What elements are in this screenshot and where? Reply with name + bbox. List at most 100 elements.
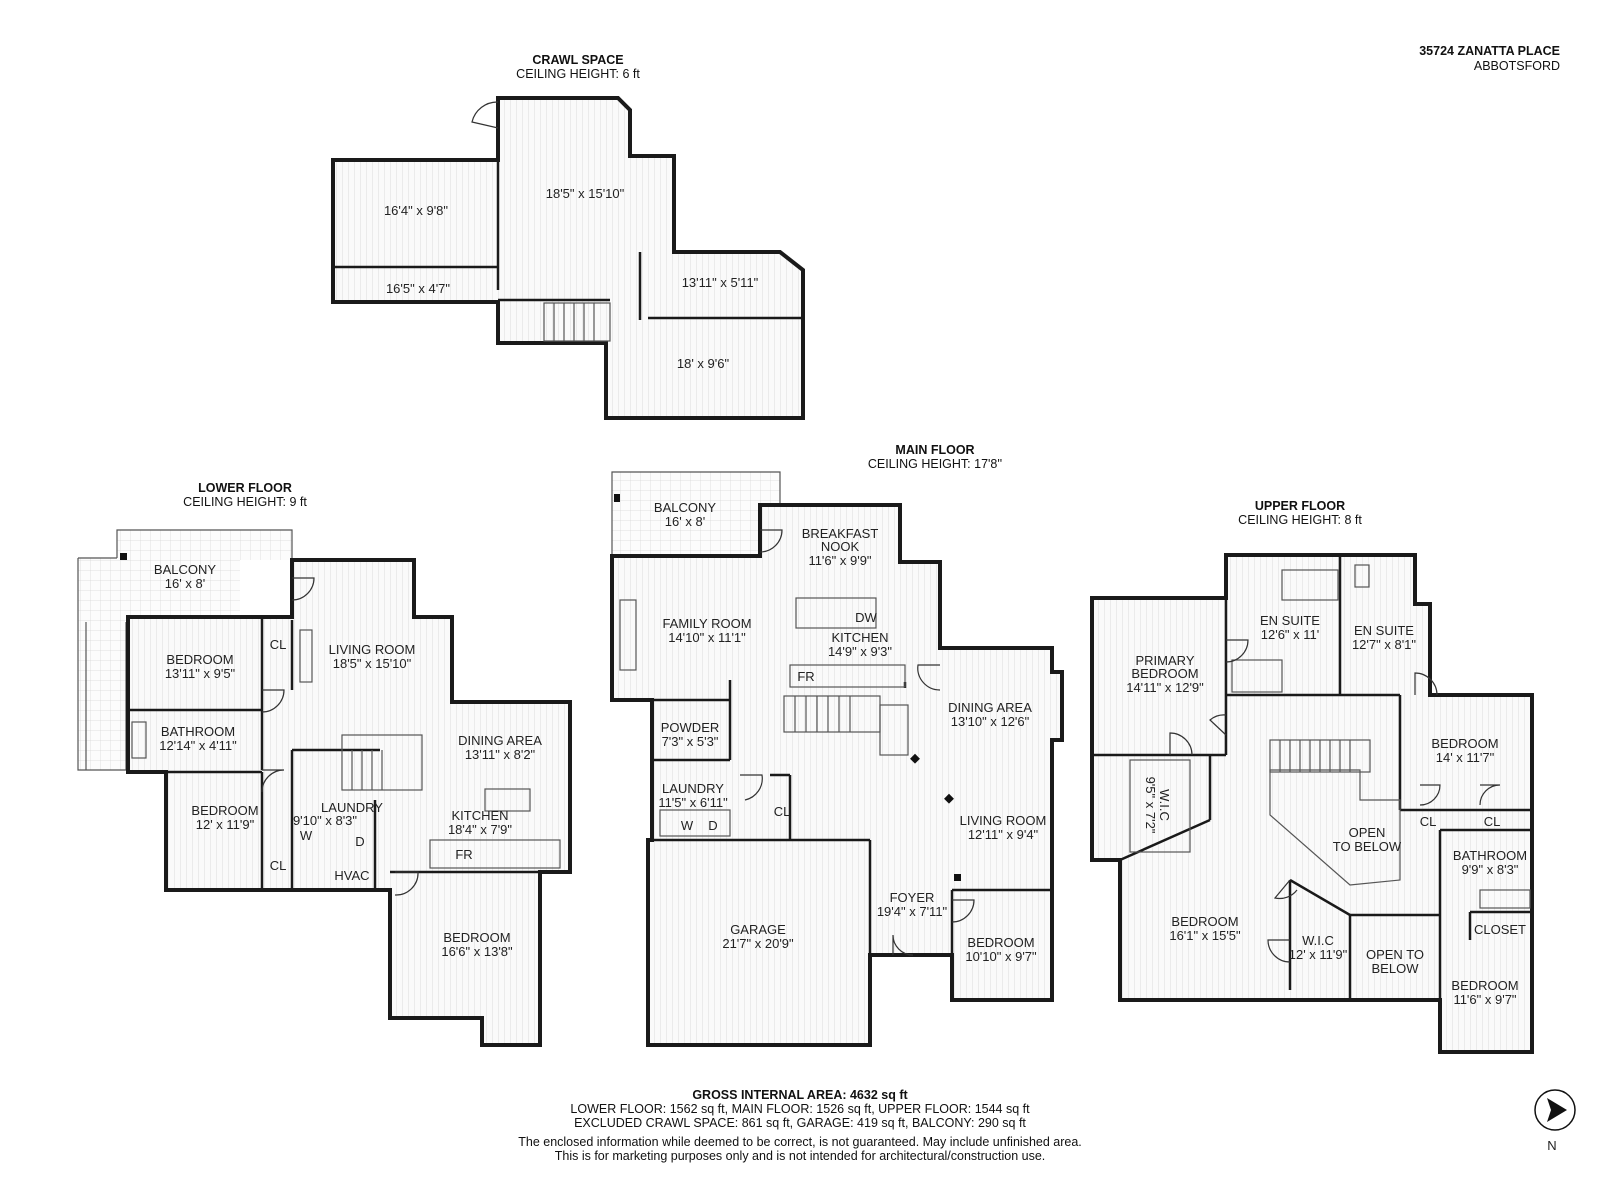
upper-floor-plan: UPPER FLOOR CEILING HEIGHT: 8 ft xyxy=(1090,499,1534,1054)
crawl-room-1: 16'4" x 9'8" xyxy=(384,203,448,218)
crawl-space-plan: CRAWL SPACE CEILING HEIGHT: 6 ft 16'4" x… xyxy=(331,53,805,420)
lower-bedroom3-name: BEDROOM xyxy=(443,930,510,945)
crawl-room-2: 18'5" x 15'10" xyxy=(546,186,625,201)
main-kitchen-dim: 14'9" x 9'3" xyxy=(828,644,892,659)
disclaimer-line1: The enclosed information while deemed to… xyxy=(518,1135,1082,1149)
main-laundry-dim: 11'5" x 6'11" xyxy=(658,795,728,810)
main-dining-name: DINING AREA xyxy=(948,700,1032,715)
lower-balcony-dim: 16' x 8' xyxy=(165,576,205,591)
upper-bathroom-name: BATHROOM xyxy=(1453,848,1527,863)
upper-primary-dim: 14'11" x 12'9" xyxy=(1126,680,1204,695)
upper-open2-name1: OPEN TO xyxy=(1366,947,1424,962)
main-nook-name1: BREAKFAST xyxy=(802,526,879,541)
main-garage-dim: 21'7" x 20'9" xyxy=(722,936,794,951)
main-family-name: FAMILY ROOM xyxy=(662,616,751,631)
lower-dining-name: DINING AREA xyxy=(458,733,542,748)
disclaimer-line2: This is for marketing purposes only and … xyxy=(554,1149,1046,1163)
lower-bedroom2-dim: 12' x 11'9" xyxy=(196,817,255,832)
lower-kitchen-name: KITCHEN xyxy=(451,808,508,823)
lower-bedroom1-name: BEDROOM xyxy=(166,652,233,667)
upper-primary-name1: PRIMARY xyxy=(1136,653,1195,668)
main-powder-name: POWDER xyxy=(661,720,720,735)
main-living-dim: 12'11" x 9'4" xyxy=(968,827,1039,842)
lower-washer: W xyxy=(300,828,313,843)
main-foyer-name: FOYER xyxy=(890,890,935,905)
upper-ensuite2-name: EN SUITE xyxy=(1354,623,1414,638)
north-compass: N xyxy=(1534,1089,1576,1153)
lower-bedroom1-dim: 13'11" x 9'5" xyxy=(165,666,236,681)
main-nook-dim: 11'6" x 9'9" xyxy=(808,553,871,568)
address-line1: 35724 ZANATTA PLACE xyxy=(1419,44,1560,58)
upper-primary-name2: BEDROOM xyxy=(1131,666,1198,681)
upper-wic2-name: W.I.C xyxy=(1302,933,1334,948)
upper-ensuite1-dim: 12'6" x 11' xyxy=(1261,627,1320,642)
crawl-title: CRAWL SPACE xyxy=(532,53,623,67)
upper-bathroom-dim: 9'9" x 8'3" xyxy=(1462,862,1519,877)
main-balcony-dim: 16' x 8' xyxy=(665,514,705,529)
property-address: 35724 ZANATTA PLACE ABBOTSFORD xyxy=(1419,44,1560,74)
main-floor-plan: MAIN FLOOR CEILING HEIGHT: 17'8'' xyxy=(610,443,1064,1047)
upper-bedroom1-dim: 14' x 11'7" xyxy=(1436,750,1495,765)
lower-title: LOWER FLOOR xyxy=(198,481,292,495)
upper-open2-name2: BELOW xyxy=(1372,961,1420,976)
lower-balcony-name: BALCONY xyxy=(154,562,216,577)
compass-arrow-icon xyxy=(1547,1098,1567,1122)
crawl-room-3: 16'5" x 4'7" xyxy=(386,281,450,296)
lower-bathroom-name: BATHROOM xyxy=(161,724,235,739)
lower-bathroom-dim: 12'14" x 4'11" xyxy=(159,738,237,753)
lower-laundry-name: LAUNDRY xyxy=(321,800,383,815)
main-nook-name2: NOOK xyxy=(821,539,860,554)
address-line2: ABBOTSFORD xyxy=(1473,59,1560,73)
main-title: MAIN FLOOR xyxy=(895,443,974,457)
lower-laundry-dim: 9'10" x 8'3" xyxy=(293,813,357,828)
floor-areas: LOWER FLOOR: 1562 sq ft, MAIN FLOOR: 152… xyxy=(570,1102,1030,1116)
upper-ensuite2-dim: 12'7" x 8'1" xyxy=(1352,637,1416,652)
compass-label: N xyxy=(1547,1138,1556,1153)
lower-dryer: D xyxy=(355,834,364,849)
main-laundry-name: LAUNDRY xyxy=(662,781,724,796)
upper-bedroom2-name: BEDROOM xyxy=(1171,914,1238,929)
main-garage-name: GARAGE xyxy=(730,922,786,937)
lower-bedroom2-name: BEDROOM xyxy=(191,803,258,818)
upper-wic1-dim: 9'5" x 7'2" xyxy=(1143,777,1158,834)
lower-ceiling: CEILING HEIGHT: 9 ft xyxy=(183,495,307,509)
crawl-room-4: 13'11" x 5'11" xyxy=(682,275,759,290)
main-kitchen-name: KITCHEN xyxy=(831,630,888,645)
main-powder-dim: 7'3" x 5'3" xyxy=(662,734,719,749)
upper-open1-name2: TO BELOW xyxy=(1333,839,1402,854)
main-bedroom-dim: 10'10" x 9'7" xyxy=(965,949,1037,964)
main-ceiling: CEILING HEIGHT: 17'8'' xyxy=(868,457,1002,471)
main-family-dim: 14'10" x 11'1" xyxy=(668,630,746,645)
upper-closet-a: CL xyxy=(1420,814,1437,829)
upper-ensuite1-name: EN SUITE xyxy=(1260,613,1320,628)
main-living-name: LIVING ROOM xyxy=(960,813,1047,828)
main-closet: CL xyxy=(774,804,791,819)
upper-bedroom3-name: BEDROOM xyxy=(1451,978,1518,993)
upper-bedroom2-dim: 16'1" x 15'5" xyxy=(1169,928,1241,943)
main-dryer: D xyxy=(708,818,717,833)
main-washer: W xyxy=(681,818,694,833)
crawl-room-5: 18' x 9'6" xyxy=(677,356,730,371)
upper-ceiling: CEILING HEIGHT: 8 ft xyxy=(1238,513,1362,527)
main-dishwasher: DW xyxy=(855,610,877,625)
crawl-ceiling: CEILING HEIGHT: 6 ft xyxy=(516,67,640,81)
upper-bedroom1-name: BEDROOM xyxy=(1431,736,1498,751)
lower-closet2-label: CL xyxy=(270,858,287,873)
lower-living-dim: 18'5" x 15'10" xyxy=(333,656,412,671)
lower-hvac: HVAC xyxy=(334,868,369,883)
upper-closet-b: CL xyxy=(1484,814,1501,829)
main-foyer-dim: 19'4" x 7'11" xyxy=(877,904,948,919)
main-bedroom-name: BEDROOM xyxy=(967,935,1034,950)
upper-wic1-name: W.I.C xyxy=(1157,789,1172,821)
main-fridge: FR xyxy=(797,669,814,684)
lower-fridge: FR xyxy=(455,847,472,862)
lower-closet-label: CL xyxy=(270,637,287,652)
lower-dining-dim: 13'11" x 8'2" xyxy=(465,747,536,762)
lower-floor-plan: LOWER FLOOR CEILING HEIGHT: 9 ft xyxy=(77,481,572,1047)
lower-living-name: LIVING ROOM xyxy=(329,642,416,657)
upper-bedroom3-dim: 11'6" x 9'7" xyxy=(1453,992,1516,1007)
main-dining-dim: 13'10" x 12'6" xyxy=(951,714,1030,729)
excluded-areas: EXCLUDED CRAWL SPACE: 861 sq ft, GARAGE:… xyxy=(574,1116,1026,1130)
